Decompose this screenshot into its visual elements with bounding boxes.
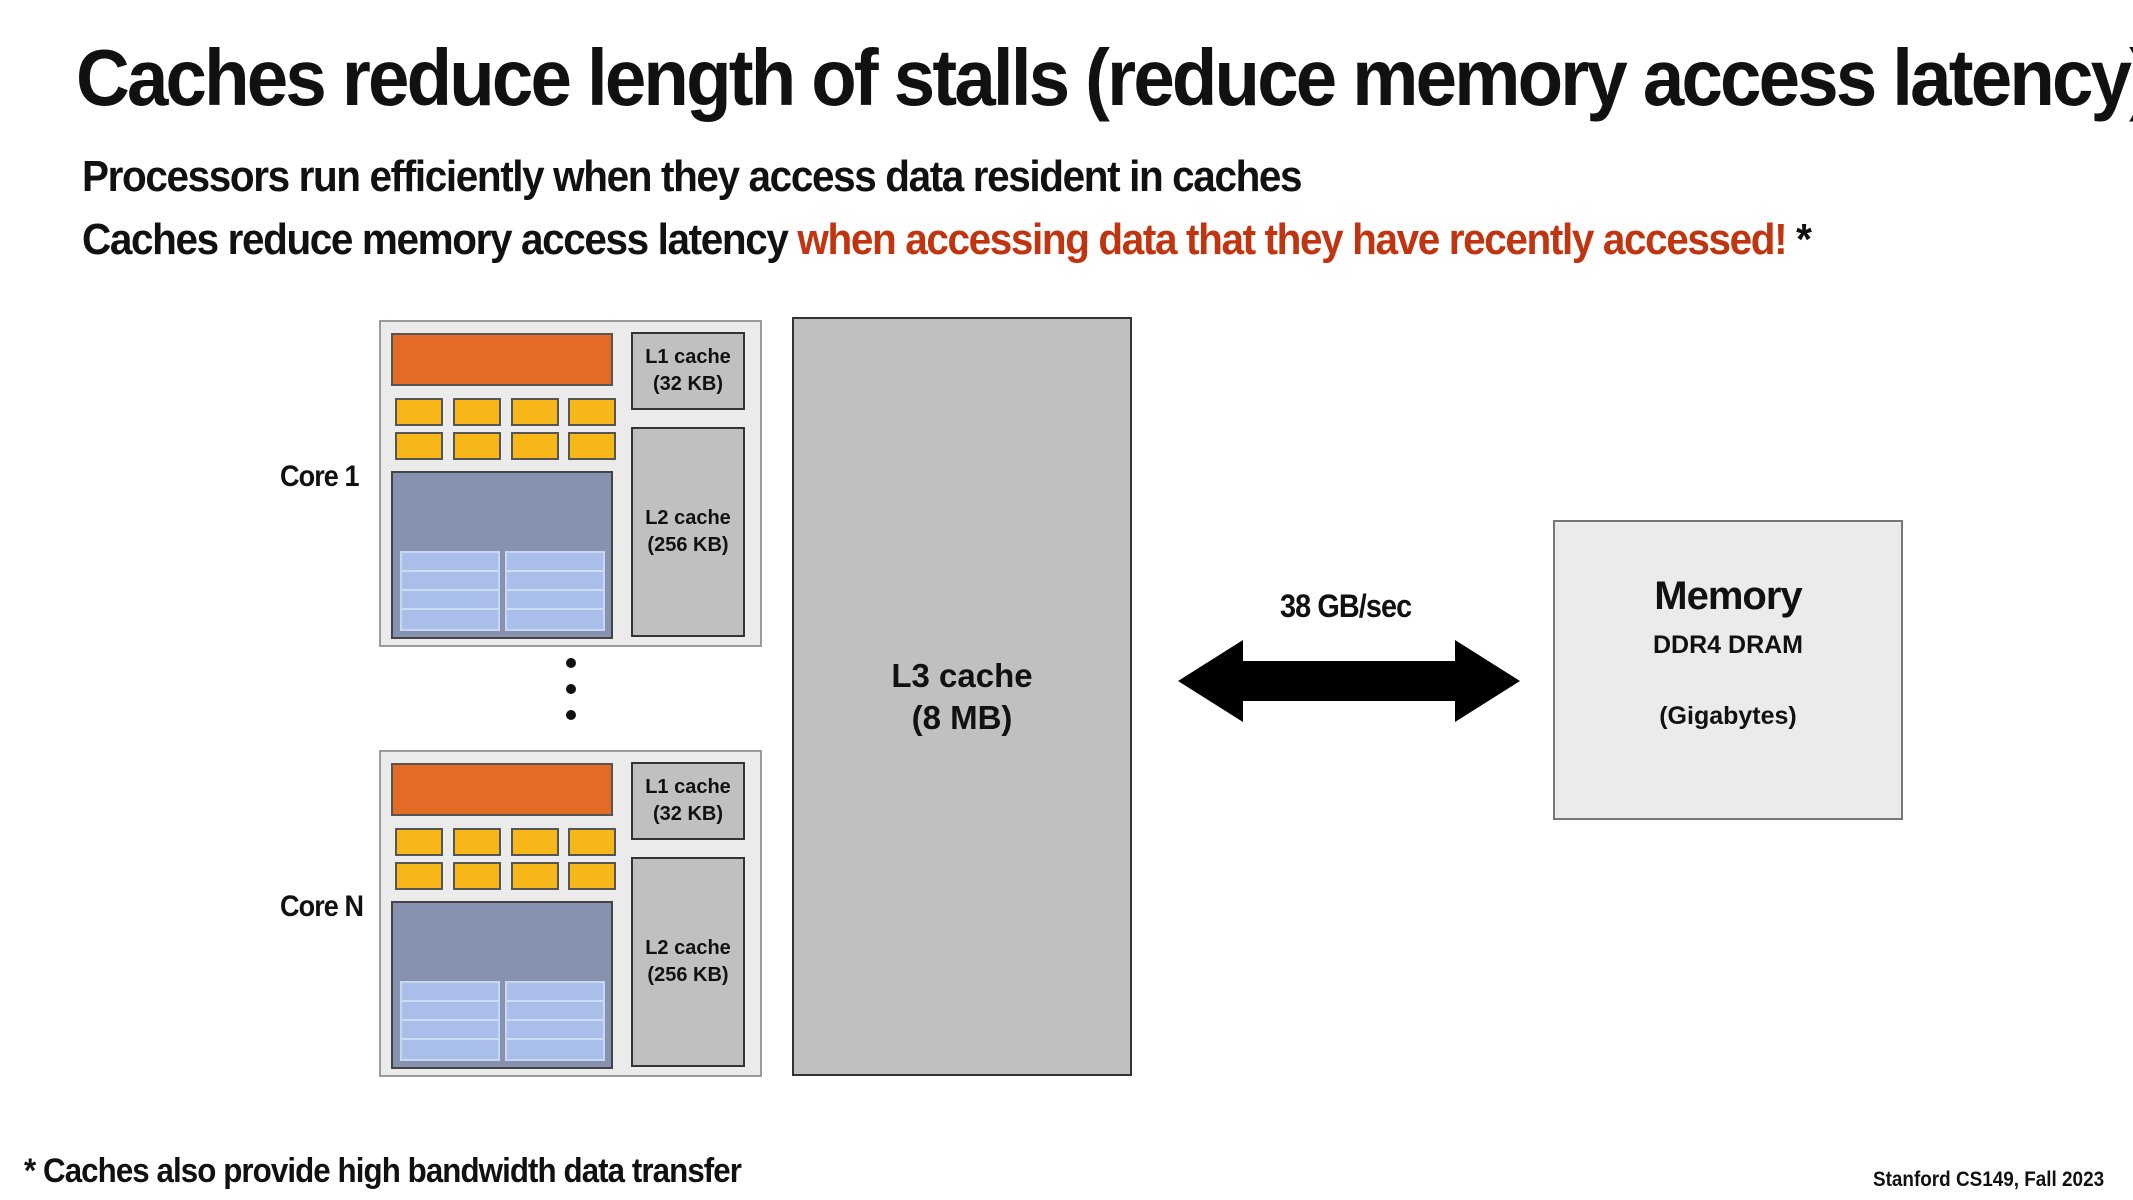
fetch-decode-unit — [391, 763, 613, 816]
l1-cache-size: (32 KB) — [652, 803, 723, 825]
l2-cache-size: (256 KB) — [647, 964, 729, 986]
alu — [453, 432, 501, 460]
memory-size: (Gigabytes) — [1659, 702, 1797, 730]
alu — [395, 432, 443, 460]
memory-title: Memory — [1654, 574, 1802, 618]
alu — [511, 432, 559, 460]
l3-cache-label: L3 cache — [891, 656, 1033, 694]
l1-cache-label: L1 cache — [645, 346, 731, 368]
core-n: L1 cache (32 KB) L2 cache (256 KB) — [379, 750, 762, 1077]
alu — [568, 828, 616, 856]
core-1: L1 cache (32 KB) L2 cache (256 KB) — [379, 320, 762, 647]
alu — [395, 828, 443, 856]
page-title: Caches reduce length of stalls (reduce m… — [76, 33, 2133, 122]
core-n-label: Core N — [280, 890, 364, 923]
l2-cache: L2 cache (256 KB) — [631, 427, 745, 637]
alu — [568, 862, 616, 890]
subtitle-2: Caches reduce memory access latency when… — [82, 215, 1812, 265]
register-file — [505, 551, 605, 631]
alu — [453, 828, 501, 856]
alu — [511, 828, 559, 856]
double-arrow-icon — [1178, 640, 1520, 722]
l3-cache-size: (8 MB) — [911, 698, 1013, 736]
core-1-label: Core 1 — [280, 460, 360, 493]
l1-cache-size: (32 KB) — [652, 373, 723, 395]
l1-cache: L1 cache (32 KB) — [631, 762, 745, 840]
register-file — [400, 551, 500, 631]
l1-cache: L1 cache (32 KB) — [631, 332, 745, 410]
memory-box: Memory DDR4 DRAM (Gigabytes) — [1553, 520, 1903, 820]
alu — [511, 862, 559, 890]
subtitle-2-emphasis: when accessing data that they have recen… — [797, 215, 1787, 264]
alu — [568, 398, 616, 426]
alu — [511, 398, 559, 426]
fetch-decode-unit — [391, 333, 613, 386]
footnote: * Caches also provide high bandwidth dat… — [24, 1152, 742, 1190]
ellipsis-dot — [566, 684, 576, 694]
execution-context — [391, 471, 613, 639]
l2-cache-size: (256 KB) — [647, 534, 729, 556]
register-file — [400, 981, 500, 1061]
bandwidth-label: 38 GB/sec — [1280, 588, 1412, 624]
alu — [568, 432, 616, 460]
subtitle-2-marker: * — [1786, 215, 1812, 264]
l1-cache-label: L1 cache — [645, 776, 731, 798]
alu — [395, 398, 443, 426]
ellipsis-dot — [566, 710, 576, 720]
memory-type: DDR4 DRAM — [1653, 631, 1803, 659]
ellipsis-dot — [566, 658, 576, 668]
execution-context — [391, 901, 613, 1069]
alu — [395, 862, 443, 890]
alu — [453, 862, 501, 890]
subtitle-1: Processors run efficiently when they acc… — [82, 152, 1303, 201]
subtitle-2-plain: Caches reduce memory access latency — [82, 215, 798, 264]
course-credit: Stanford CS149, Fall 2023 — [1873, 1168, 2105, 1191]
l2-cache: L2 cache (256 KB) — [631, 857, 745, 1067]
alu — [453, 398, 501, 426]
l2-cache-label: L2 cache — [645, 507, 731, 529]
register-file — [505, 981, 605, 1061]
l2-cache-label: L2 cache — [645, 937, 731, 959]
l3-cache: L3 cache (8 MB) — [792, 317, 1132, 1076]
